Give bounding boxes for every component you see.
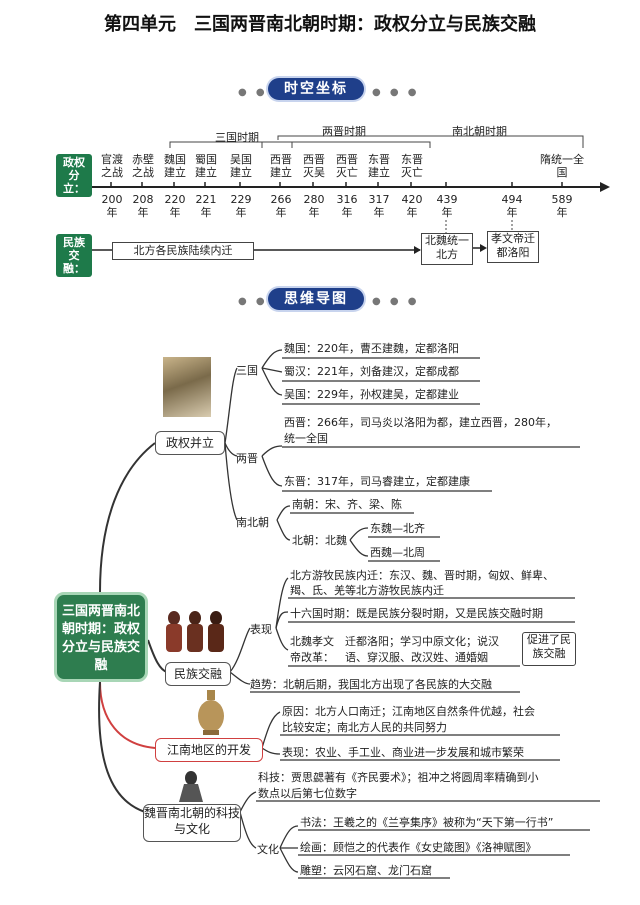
year-266: 266年	[270, 193, 292, 219]
text-south: 南朝：宋、齐、梁、陈	[292, 498, 402, 511]
tag-politics: 政权分立：	[56, 154, 92, 197]
text-wu: 吴国：229年，孙权建吴，定都建业	[284, 388, 459, 401]
label-three-kingdoms: 三国	[236, 364, 258, 377]
text-xiaowen-r2: 语、穿汉服、改汉姓、通婚姻	[345, 651, 488, 664]
text-east-jin: 东晋：317年，司马睿建立，定都建康	[284, 475, 470, 488]
north-wei-unify-box: 北魏统一北方	[421, 233, 473, 265]
branch-political: 政权并立	[155, 431, 225, 455]
year-494: 494年	[501, 193, 523, 219]
year-316: 316年	[336, 193, 358, 219]
text-nomad-2: 羯、氐、羌等北方游牧民族内迁	[290, 584, 444, 597]
text-xiaowen-r1: 迁都洛阳；学习中原文化；说汉	[345, 635, 499, 648]
event-chibi: 赤壁之战	[132, 153, 154, 179]
event-guandu: 官渡之战	[101, 153, 123, 179]
xiaowen-relocate-box: 孝文帝迁都洛阳	[487, 231, 539, 263]
text-xiaowen-2: 帝改革：	[290, 651, 334, 664]
vase-image	[198, 690, 224, 735]
section-title-timeline: 时空坐标	[268, 78, 364, 100]
event-shu: 蜀国建立	[195, 153, 217, 179]
text-painting: 绘画：顾恺之的代表作《女史箴图》《洛神赋图》	[300, 841, 537, 854]
period-nbc: 南北朝时期	[452, 125, 507, 138]
label-nbc: 南北朝	[236, 516, 269, 529]
text-north: 北朝：北魏	[292, 534, 347, 547]
year-229: 229年	[230, 193, 252, 219]
ethnic-migration-box: 北方各民族陆续内迁	[112, 242, 254, 260]
text-west-jin-1: 西晋：266年，司马炎以洛阳为都，建立西晋，280年，	[284, 416, 557, 429]
text-shu: 蜀汉：221年，刘备建汉，定都成都	[284, 365, 459, 378]
label-two-jins: 两晋	[236, 452, 258, 465]
year-420: 420年	[401, 193, 423, 219]
tag-ethnic: 民族交融：	[56, 234, 92, 277]
year-280: 280年	[303, 193, 325, 219]
text-trend: 趋势：北朝后期，我国北方出现了各民族的大交融	[250, 678, 492, 691]
text-west-wei: 西魏—北周	[370, 546, 425, 559]
section-title-mindmap: 思维导图	[268, 288, 364, 310]
mindmap-center-node: 三国两晋南北朝时期：政权分立与民族交融	[54, 592, 148, 682]
text-performance: 表现：农业、手工业、商业进一步发展和城市繁荣	[282, 746, 524, 759]
year-200: 200年	[101, 193, 123, 219]
decor-dots-left: ● ● ●	[238, 87, 286, 98]
event-east-jin-found: 东晋建立	[368, 153, 390, 179]
year-317: 317年	[368, 193, 390, 219]
battle-painting-image	[163, 357, 211, 417]
event-west-jin-fall: 西晋灭亡	[336, 153, 358, 179]
decor-dots-left-2: ● ● ●	[238, 296, 286, 307]
text-east-wei: 东魏—北齐	[370, 522, 425, 535]
text-sculpture: 雕塑：云冈石窟、龙门石窟	[300, 864, 432, 877]
text-sixteen: 十六国时期：既是民族分裂时期，又是民族交融时期	[290, 607, 543, 620]
page-title: 第四单元 三国两晋南北朝时期：政权分立与民族交融	[104, 14, 536, 35]
event-wei: 魏国建立	[164, 153, 186, 179]
year-589: 589年	[551, 193, 573, 219]
decor-dots-right: ● ● ●	[372, 87, 420, 98]
text-reason-2: 比较安定；南北方人民的共同努力	[282, 721, 447, 734]
period-two-jins: 两晋时期	[322, 125, 366, 138]
figurines-image	[166, 611, 224, 652]
event-east-jin-fall: 东晋灭亡	[401, 153, 423, 179]
text-west-jin-2: 统一全国	[284, 432, 328, 445]
text-calligraphy: 书法：王羲之的《兰亭集序》被称为“天下第一行书”	[300, 816, 554, 829]
event-west-jin-found: 西晋建立	[270, 153, 292, 179]
label-culture: 文化	[257, 843, 279, 856]
year-208: 208年	[132, 193, 154, 219]
scholar-portrait-image	[179, 771, 203, 802]
xiaowen-effect-box: 促进了民族交融	[522, 632, 576, 666]
branch-jiangnan: 江南地区的开发	[155, 738, 263, 762]
text-xiaowen-1: 北魏孝文	[290, 635, 334, 648]
year-220: 220年	[164, 193, 186, 219]
decor-dots-right-2: ● ● ●	[372, 296, 420, 307]
period-three-kingdoms: 三国时期	[215, 131, 259, 144]
text-wei: 魏国：220年，曹丕建魏，定都洛阳	[284, 342, 459, 355]
year-439: 439年	[436, 193, 458, 219]
label-biaoxian: 表现	[250, 623, 272, 636]
text-reason-1: 原因：北方人口南迁；江南地区自然条件优越，社会	[282, 705, 535, 718]
branch-ethnic: 民族交融	[165, 662, 231, 686]
text-nomad-1: 北方游牧民族内迁：东汉、魏、晋时期，匈奴、鲜卑、	[290, 569, 554, 582]
event-west-jin-wu: 西晋灭吴	[303, 153, 325, 179]
year-221: 221年	[195, 193, 217, 219]
event-wu: 吴国建立	[230, 153, 252, 179]
text-science-1: 科技：贾思勰著有《齐民要术》；祖冲之将圆周率精确到小	[258, 771, 539, 784]
branch-science-culture: 魏晋南北朝的科技与文化	[143, 804, 241, 842]
text-science-2: 数点以后第七位数字	[258, 787, 357, 800]
event-sui: 隋统一全国	[540, 153, 584, 179]
